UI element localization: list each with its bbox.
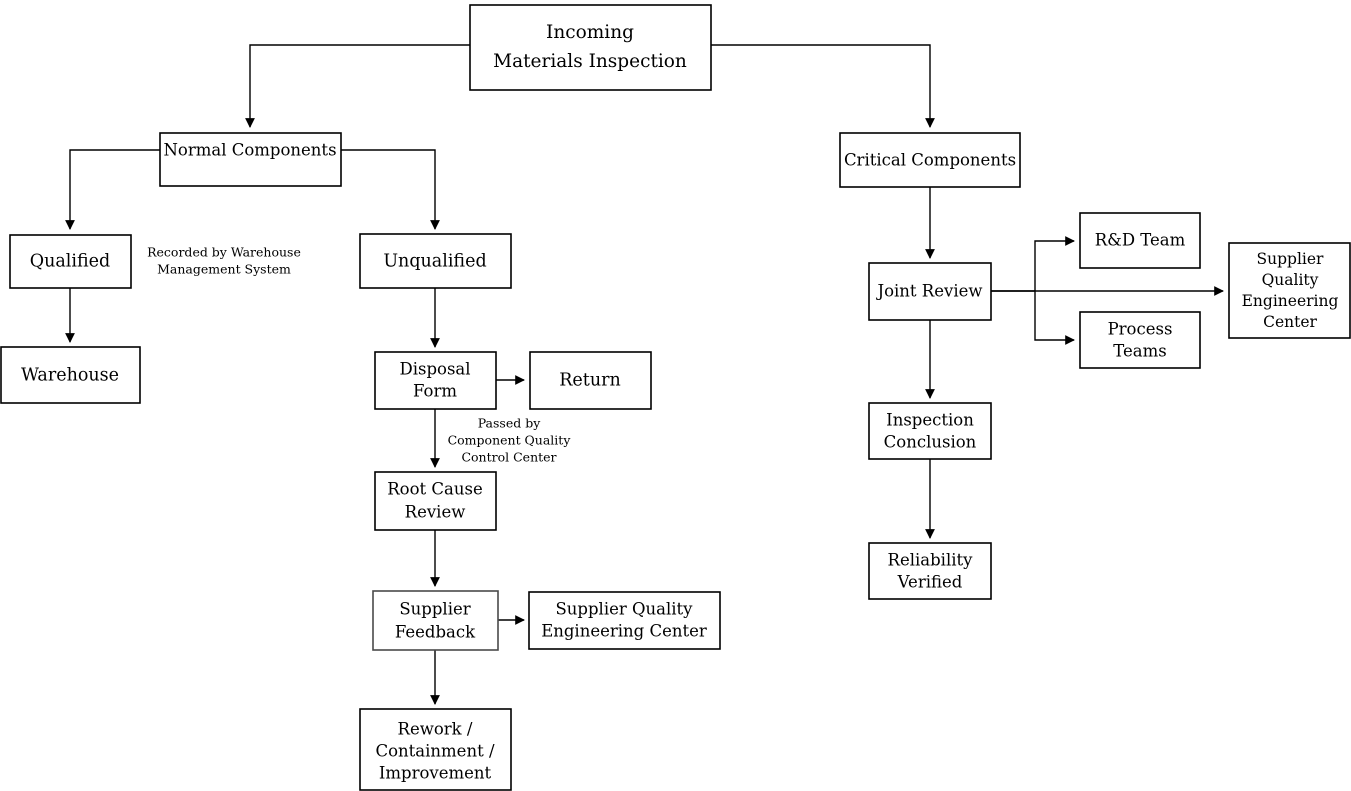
node-supplier-feedback-label-line2: Feedback xyxy=(395,623,476,642)
node-incoming-label-line1: Incoming xyxy=(546,22,634,43)
node-critical-components[interactable]: Critical Components xyxy=(839,132,1021,188)
node-rd-team[interactable]: R&D Team xyxy=(1079,212,1201,269)
edge-label-warehouse-note-line1: Recorded by Warehouse xyxy=(147,245,301,260)
node-rework-label-line1: Rework / xyxy=(398,720,473,739)
edge-normal-to-unqualified xyxy=(341,149,440,230)
node-warehouse[interactable]: Warehouse xyxy=(0,346,141,404)
node-reliability-verified-label-line1: Reliability xyxy=(888,551,974,570)
node-return[interactable]: Return xyxy=(529,351,652,410)
node-qualified-label: Qualified xyxy=(30,252,110,272)
node-sqec-right-label-line3: Engineering xyxy=(1242,292,1339,310)
node-root-cause-review-label-line1: Root Cause xyxy=(387,480,483,499)
node-reliability-verified-label-line2: Verified xyxy=(897,573,963,592)
node-root-cause-review-label-line2: Review xyxy=(405,503,466,522)
edge-label-disposal-note-line2: Component Quality xyxy=(448,433,572,448)
edge-label-warehouse-note-line2: Management System xyxy=(157,262,291,277)
node-disposal-form-label-line2: Form xyxy=(413,382,457,401)
node-joint-review[interactable]: Joint Review xyxy=(868,262,992,321)
edge-label-disposal-note-line1: Passed by xyxy=(478,416,542,431)
edge-label-warehouse-note: Recorded by Warehouse Management System xyxy=(147,245,301,277)
edges-layer xyxy=(65,44,1224,705)
edge-label-disposal-note: Passed by Component Quality Control Cent… xyxy=(448,416,572,465)
node-warehouse-label: Warehouse xyxy=(21,366,119,386)
node-normal-components[interactable]: Normal Components xyxy=(159,132,342,187)
node-qualified[interactable]: Qualified xyxy=(9,234,132,289)
node-unqualified[interactable]: Unqualified xyxy=(359,233,512,289)
edge-jointreview-to-processteams xyxy=(1034,291,1075,345)
node-inspection-conclusion-label-line1: Inspection xyxy=(886,411,974,430)
node-sqec-left-label-line2: Engineering Center xyxy=(541,622,707,641)
node-reliability-verified[interactable]: Reliability Verified xyxy=(868,542,992,600)
node-process-teams[interactable]: Process Teams xyxy=(1079,311,1201,369)
node-supplier-feedback-label-line1: Supplier xyxy=(399,600,470,619)
edge-jointreview-to-rdteam xyxy=(1034,236,1075,291)
node-rework-label-line3: Improvement xyxy=(379,764,492,783)
node-normal-components-label: Normal Components xyxy=(163,141,336,160)
node-joint-review-label: Joint Review xyxy=(875,282,982,301)
node-process-teams-label-line2: Teams xyxy=(1113,342,1166,361)
node-incoming-materials-inspection[interactable]: Incoming Materials Inspection xyxy=(469,4,712,91)
node-disposal-form[interactable]: Disposal Form xyxy=(374,351,497,410)
node-sqec-right-label-line4: Center xyxy=(1263,313,1317,331)
edge-label-disposal-note-line3: Control Center xyxy=(461,450,556,465)
node-critical-components-label: Critical Components xyxy=(844,151,1016,170)
node-inspection-conclusion-label-line2: Conclusion xyxy=(884,433,977,452)
node-sqec-right-label-line1: Supplier xyxy=(1257,250,1325,268)
node-process-teams-label-line1: Process xyxy=(1108,320,1173,339)
node-return-label: Return xyxy=(559,371,620,391)
node-sqec-right-label-line2: Quality xyxy=(1262,271,1319,289)
node-supplier-quality-engineering-center-right[interactable]: Supplier Quality Engineering Center xyxy=(1228,242,1351,339)
edge-normal-to-qualified xyxy=(65,149,160,230)
node-disposal-form-label-line1: Disposal xyxy=(399,360,470,379)
node-supplier-feedback[interactable]: Supplier Feedback xyxy=(372,590,499,651)
node-rd-team-label: R&D Team xyxy=(1095,231,1186,250)
node-unqualified-label: Unqualified xyxy=(383,252,486,272)
node-sqec-left-label-line1: Supplier Quality xyxy=(555,600,693,619)
node-rework-containment-improvement[interactable]: Rework / Containment / Improvement xyxy=(359,708,512,791)
node-inspection-conclusion[interactable]: Inspection Conclusion xyxy=(868,402,992,460)
node-root-cause-review[interactable]: Root Cause Review xyxy=(374,471,497,531)
node-supplier-quality-engineering-center-left[interactable]: Supplier Quality Engineering Center xyxy=(528,591,721,650)
edge-incoming-to-normal xyxy=(245,44,470,128)
node-incoming-label-line2: Materials Inspection xyxy=(493,51,687,72)
edge-incoming-to-critical xyxy=(711,44,935,128)
node-rework-label-line2: Containment / xyxy=(375,742,494,761)
